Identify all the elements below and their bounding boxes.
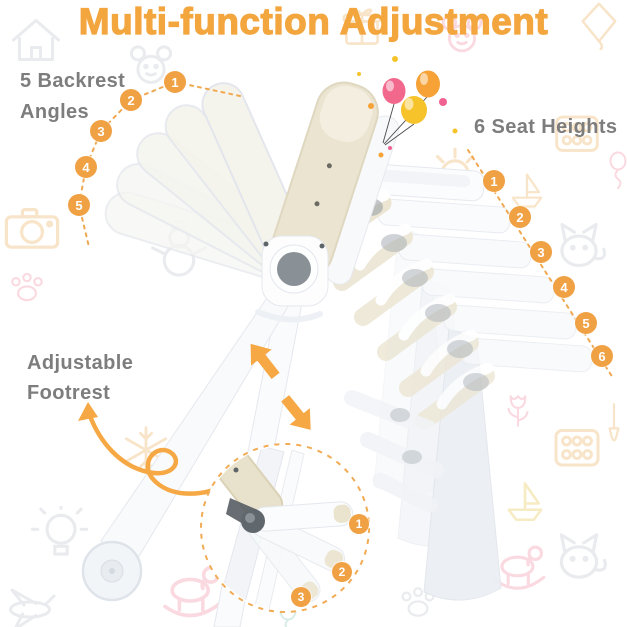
- backrest-angle-marker: 2: [120, 89, 142, 111]
- curly-arrow-icon: [78, 402, 233, 496]
- confetti-dots: [357, 56, 458, 158]
- seat-height-dashed-line: [467, 149, 614, 379]
- footrest-position-marker: 1: [349, 514, 369, 534]
- recline-hub: [255, 235, 329, 323]
- footrest-position-marker: 2: [332, 562, 352, 582]
- backrest-label-line1: 5 Backrest: [20, 70, 126, 92]
- seat-height-marker: 3: [530, 241, 552, 263]
- footrest-detail: [207, 446, 354, 610]
- page-title: Multi-function Adjustment: [78, 0, 549, 42]
- balloons-icon: [382, 70, 440, 146]
- seat-height-marker: 5: [575, 312, 597, 334]
- seat-height-marker: 4: [553, 276, 575, 298]
- backrest-angle-marker: 1: [164, 71, 186, 93]
- detail-magnifier: [200, 443, 370, 613]
- backrest-angles-label: 5 Backrest Angles: [20, 66, 125, 128]
- footrest-label-line1: Adjustable: [27, 352, 134, 374]
- footrest-position-marker: 3: [291, 587, 311, 607]
- front-wheel: [81, 540, 143, 602]
- footrest-label-line2: Footrest: [27, 382, 111, 404]
- current-backrest: [270, 81, 400, 285]
- seat-heights-label: 6 Seat Heights: [474, 116, 618, 138]
- backrest-label-line2: Angles: [20, 101, 90, 123]
- seat-height-marker: 2: [509, 206, 531, 228]
- down-arrow-icon: [281, 395, 311, 430]
- footrest-ghosts: [344, 390, 444, 513]
- backrest-angle-marker: 5: [68, 194, 90, 216]
- seat-height-marker: 6: [591, 345, 613, 367]
- up-arrow-icon: [250, 343, 280, 379]
- backrest-angle-marker: 3: [90, 120, 112, 142]
- adjustable-footrest-label: Adjustable Footrest: [27, 348, 133, 408]
- seat-height-marker: 1: [483, 170, 505, 192]
- backrest-angle-marker: 4: [75, 156, 97, 178]
